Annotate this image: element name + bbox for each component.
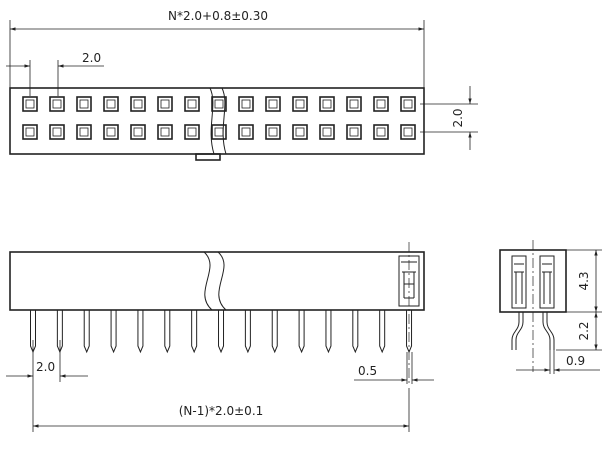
side-tail-left [511, 312, 520, 350]
pin [298, 310, 305, 354]
socket-cell [157, 96, 173, 112]
socket-cell [130, 96, 146, 112]
side-contact-slot-right [539, 255, 555, 309]
pin [110, 310, 117, 354]
pin-width-label: 0.5 [358, 364, 377, 378]
side-view: 4.3 2.2 0.9 [499, 240, 602, 374]
pin [137, 310, 144, 354]
polarization-key [195, 153, 221, 161]
pin [191, 310, 198, 354]
top-break-line-right [221, 87, 227, 155]
socket-cell [346, 124, 362, 140]
pin [164, 310, 171, 354]
socket-cell [292, 124, 308, 140]
socket-cell [373, 124, 389, 140]
top-break-line-left [209, 87, 215, 155]
side-pin-label: 0.9 [566, 354, 585, 368]
front-housing-outline [9, 251, 425, 311]
socket-cell [22, 124, 38, 140]
socket-cell [265, 124, 281, 140]
socket-cell [76, 124, 92, 140]
socket-cell [211, 124, 227, 140]
side-contact-slot-left [511, 255, 527, 309]
front-pin-row [30, 310, 413, 354]
socket-cell [346, 96, 362, 112]
pin [325, 310, 332, 354]
front-break-line-right [217, 251, 227, 311]
pin [271, 310, 278, 354]
pin [218, 310, 225, 354]
top-view: N*2.0+0.8±0.30 2.0 2.0 [6, 9, 478, 161]
side-tail-label: 2.2 [577, 321, 591, 340]
socket-cell [319, 96, 335, 112]
socket-cell [211, 96, 227, 112]
socket-cell [49, 96, 65, 112]
side-tail-right [546, 312, 555, 350]
pin [379, 310, 386, 354]
front-view: 2.0 0.5 (N-1)*2.0±0.1 [6, 242, 434, 432]
pin [244, 310, 251, 354]
socket-cell [49, 124, 65, 140]
pitch-bottom-label: 2.0 [36, 360, 55, 374]
socket-cell [103, 124, 119, 140]
pin-span-label: (N-1)*2.0±0.1 [179, 404, 264, 418]
socket-cell [157, 124, 173, 140]
socket-cell [400, 124, 416, 140]
side-height-label: 4.3 [577, 271, 591, 290]
socket-cell [238, 124, 254, 140]
pin [352, 310, 359, 354]
socket-cell [400, 96, 416, 112]
socket-cell [184, 124, 200, 140]
socket-cell [238, 96, 254, 112]
socket-cell [319, 124, 335, 140]
pitch-top-label: 2.0 [82, 51, 101, 65]
pin [83, 310, 90, 354]
socket-cell [373, 96, 389, 112]
top-socket-grid [22, 96, 416, 140]
row-pitch-label: 2.0 [451, 108, 465, 127]
socket-cell [76, 96, 92, 112]
socket-cell [265, 96, 281, 112]
front-break-line-left [203, 251, 213, 311]
socket-cell [292, 96, 308, 112]
overall-length-label: N*2.0+0.8±0.30 [168, 9, 268, 23]
top-housing-outline [9, 87, 425, 155]
socket-cell [103, 96, 119, 112]
socket-cell [130, 124, 146, 140]
socket-cell [22, 96, 38, 112]
socket-cell [184, 96, 200, 112]
